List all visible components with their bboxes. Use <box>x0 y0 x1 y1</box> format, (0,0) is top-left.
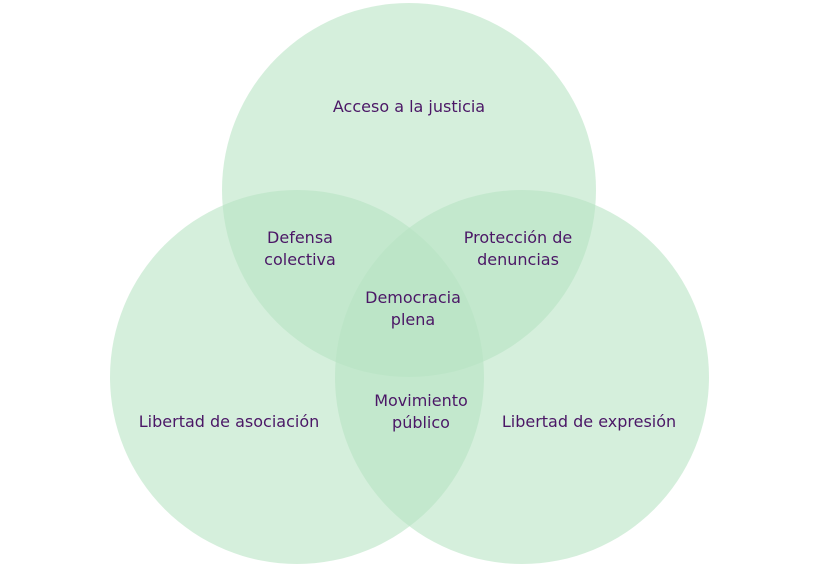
intersection-label-left-right: Movimiento público <box>374 391 468 432</box>
intersection-label-center: Democracia plena <box>365 288 461 329</box>
set-label-top: Acceso a la justicia <box>332 97 486 116</box>
set-label-right: Libertad de expresión <box>501 412 677 431</box>
circle-libertad-expresion <box>335 190 709 564</box>
set-label-left: Libertad de asociación <box>138 412 320 431</box>
intersection-label-top-left: Defensa colectiva <box>264 228 336 269</box>
intersection-label-top-right: Protección de denuncias <box>463 228 573 269</box>
